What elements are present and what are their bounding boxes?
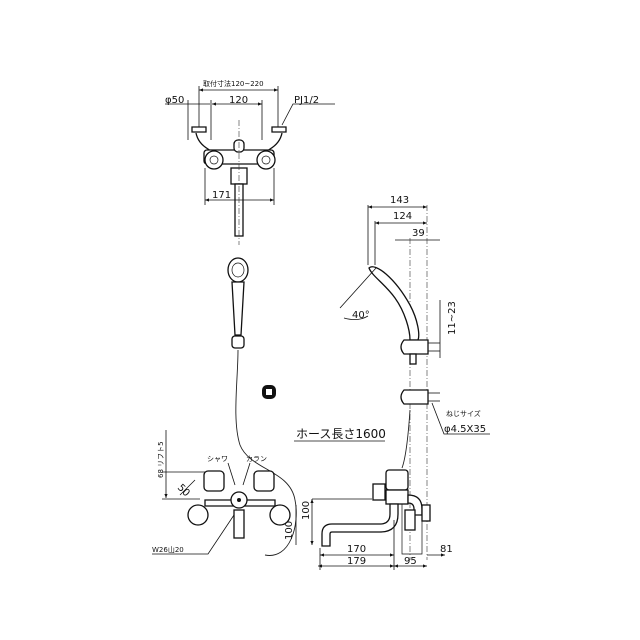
d39-label: 39 <box>412 228 425 239</box>
shower-label: シャワ <box>207 455 228 463</box>
d143-label: 143 <box>390 195 409 206</box>
shower-handle <box>203 470 225 492</box>
d170-label: 170 <box>347 544 366 555</box>
d95-label: 95 <box>404 556 417 567</box>
d11-23-label: 11~23 <box>447 301 458 335</box>
screw-size-label: φ4.5X35 <box>444 424 486 435</box>
hose-length-label: ホース長さ1600 <box>296 427 386 441</box>
d50-label: 50 <box>175 482 192 499</box>
front-d100-label: 100 <box>284 521 295 540</box>
side-d100-label: 100 <box>301 501 312 520</box>
top-view: 取付寸法120~220 φ50 120 PJ1/2 171 <box>165 79 335 245</box>
center-120-label: 120 <box>229 95 248 106</box>
angle-label: 40° <box>352 310 370 321</box>
d81-label: 81 <box>440 544 453 555</box>
d179-label: 179 <box>347 556 366 567</box>
side-view: 143 124 39 40° 11~23 ねじサイズ φ4.5X35 <box>301 195 490 570</box>
left-handle <box>204 150 224 170</box>
spout <box>321 503 399 547</box>
width-171-label: 171 <box>212 190 231 201</box>
d124-label: 124 <box>393 211 412 222</box>
shower-head <box>227 257 249 283</box>
lift-label: 68 リフト5 <box>157 441 165 478</box>
faucet-handle <box>253 470 275 492</box>
shower-holder-arm <box>368 266 420 341</box>
front-view: 68 リフト5 シャワ カラン 50 W26山20 100 <box>152 430 297 555</box>
faucet-label: カラン <box>246 455 267 463</box>
dia-50-label: φ50 <box>165 95 184 106</box>
wall-flange <box>191 126 287 133</box>
thread-label: W26山20 <box>152 545 184 554</box>
wall-bracket <box>400 389 429 405</box>
mount-range-label: 取付寸法120~220 <box>203 79 264 88</box>
right-handle <box>256 150 276 170</box>
screw-label: ねじサイズ <box>446 409 481 418</box>
pipe-thread-label: PJ1/2 <box>294 95 319 106</box>
